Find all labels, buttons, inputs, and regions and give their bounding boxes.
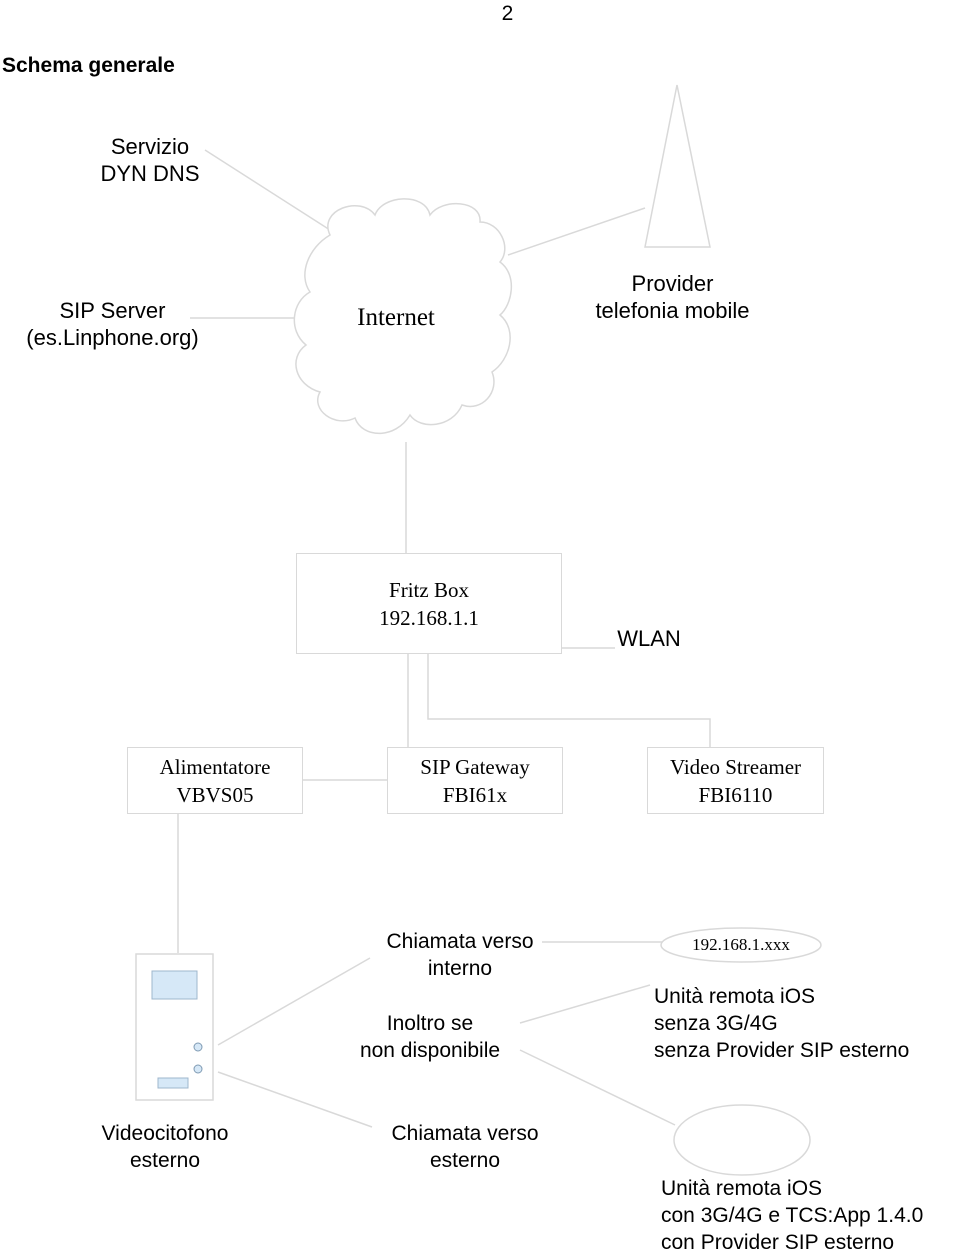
video-streamer-node: Video Streamer FBI6110 — [647, 747, 824, 814]
nameplate-icon — [157, 1077, 189, 1089]
label-dyn-dns: Servizio DYN DNS — [100, 134, 200, 186]
button-icon — [193, 1064, 203, 1074]
label-remote-unit-sim: Unità remota iOS con 3G/4G e TCS:App 1.4… — [661, 1177, 924, 1254]
label-call-external: Chiamata verso esterno — [391, 1122, 539, 1172]
link-forward-remote-sim — [519, 1049, 676, 1126]
page-number: 2 — [501, 2, 514, 25]
link-internet-mobile-tower — [507, 207, 646, 256]
label-remote-unit-no-sim: Unità remota iOS senza 3G/4G senza Provi… — [654, 985, 910, 1062]
label-wlan: WLAN — [617, 626, 681, 651]
screen-icon — [151, 970, 198, 1000]
label-internet: Internet — [357, 304, 435, 331]
label-ip-range: 192.168.1.xxx — [692, 935, 790, 954]
label-forward-unavailable: Inoltro se non disponibile — [359, 1012, 501, 1062]
power-supply-node: Alimentatore VBVS05 — [127, 747, 303, 814]
fritz-box-node: Fritz Box 192.168.1.1 — [296, 553, 562, 654]
door-station-icon — [135, 953, 214, 1101]
page-title: Schema generale — [2, 54, 175, 77]
remote-unit-ellipse-large — [673, 1104, 811, 1176]
sip-gateway-node: SIP Gateway FBI61x — [387, 747, 563, 814]
antenna-tower-icon — [644, 84, 711, 248]
label-mobile-provider: Provider telefonia mobile — [595, 271, 750, 323]
button-icon — [193, 1042, 203, 1052]
link-forward-remote — [519, 984, 651, 1024]
label-sip-server: SIP Server (es.Linphone.org) — [26, 298, 199, 350]
link-doorstation-call-external — [217, 1071, 373, 1128]
link-doorstation-call-internal — [217, 957, 371, 1046]
cloud-icon — [293, 198, 513, 435]
link-fritzbox-streamer — [427, 653, 711, 747]
label-door-station: Videocitofono esterno — [101, 1122, 229, 1172]
remote-unit-ellipse-small — [660, 927, 822, 963]
label-call-internal: Chiamata verso interno — [386, 930, 534, 980]
link-dyndns-internet — [204, 149, 331, 231]
